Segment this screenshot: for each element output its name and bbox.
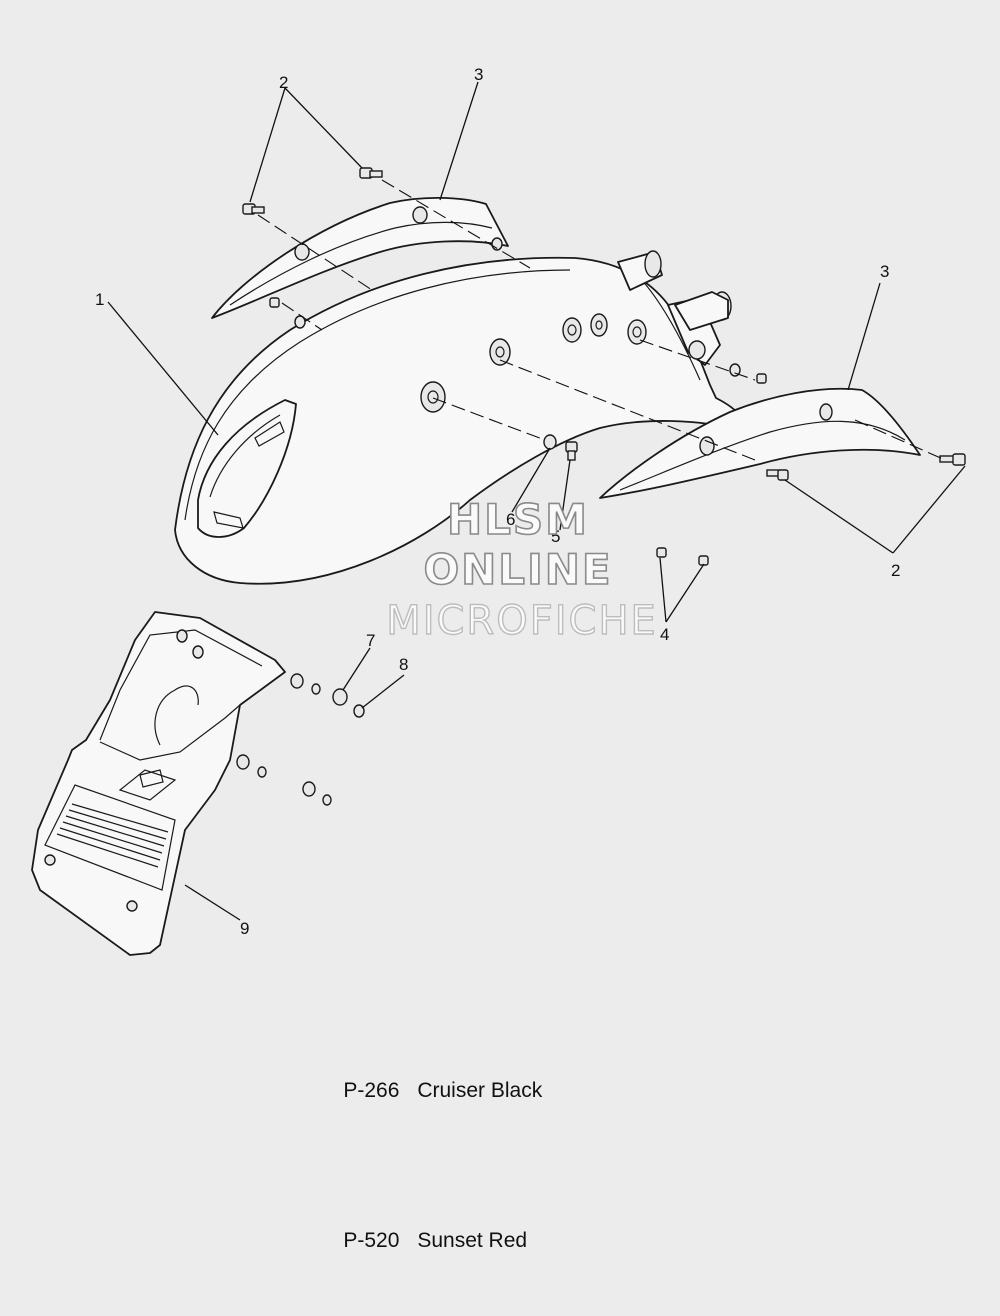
bolt-top-center[interactable] (359, 167, 383, 179)
grommet-part-7[interactable] (332, 688, 348, 706)
washer-right-rail[interactable] (729, 363, 741, 377)
callout-2-right: 2 (891, 561, 900, 580)
callout-9: 9 (240, 919, 249, 938)
fender-mount-bracket (617, 250, 732, 366)
nut-part-4-left[interactable] (656, 547, 667, 558)
callout-4: 4 (660, 625, 669, 644)
license-plate-bracket[interactable] (31, 611, 286, 956)
leader-lines (107, 81, 966, 921)
bolt-right-end[interactable] (939, 453, 966, 466)
callout-3-right: 3 (880, 262, 889, 281)
nut-part-4-right[interactable] (698, 555, 709, 566)
watermark-line-1: HLSM (447, 495, 589, 544)
color-name: Sunset Red (417, 1229, 528, 1252)
nut-right-rail[interactable] (756, 373, 767, 384)
callout-3-top: 3 (474, 65, 483, 84)
color-legend: P-266 Cruiser Black P-520 Sunset Red (320, 986, 542, 1316)
grommet-set-a[interactable] (290, 673, 321, 695)
bolt-right-lower[interactable] (766, 469, 789, 481)
callout-2-top: 2 (279, 73, 288, 92)
plate-grille (56, 803, 169, 868)
washer-left-rail[interactable] (294, 315, 306, 329)
grommet-set-b[interactable] (236, 754, 267, 778)
fender-rail-left[interactable] (211, 196, 509, 319)
callout-7: 7 (366, 631, 375, 650)
fender-rail-right[interactable] (599, 387, 921, 499)
rear-fender[interactable] (174, 256, 748, 585)
bolt-part-5[interactable] (565, 441, 578, 461)
color-name: Cruiser Black (417, 1079, 543, 1102)
watermark: HLSM ONLINE MICROFICHE (385, 494, 658, 645)
callout-8: 8 (399, 655, 408, 674)
nut-left-rail[interactable] (269, 297, 280, 308)
parts-diagram: 1 2 2 3 3 4 5 6 7 8 9 HLSM ONLINE MICROF… (31, 65, 966, 956)
assembly-lines (257, 179, 946, 461)
grommet-set-c[interactable] (302, 781, 332, 806)
watermark-line-2: ONLINE (423, 545, 612, 594)
bolt-top-left[interactable] (242, 203, 265, 215)
legend-row-2: P-520 Sunset Red (320, 1196, 542, 1286)
callout-1: 1 (95, 290, 104, 309)
color-code: P-520 (343, 1229, 400, 1252)
washer-part-6[interactable] (543, 434, 557, 450)
callout-5: 5 (551, 527, 560, 546)
watermark-line-3: MICROFICHE (386, 598, 658, 644)
legend-row-1: P-266 Cruiser Black (320, 1046, 542, 1136)
nut-part-8[interactable] (353, 704, 365, 718)
callout-6: 6 (506, 510, 515, 529)
color-code: P-266 (343, 1079, 400, 1102)
